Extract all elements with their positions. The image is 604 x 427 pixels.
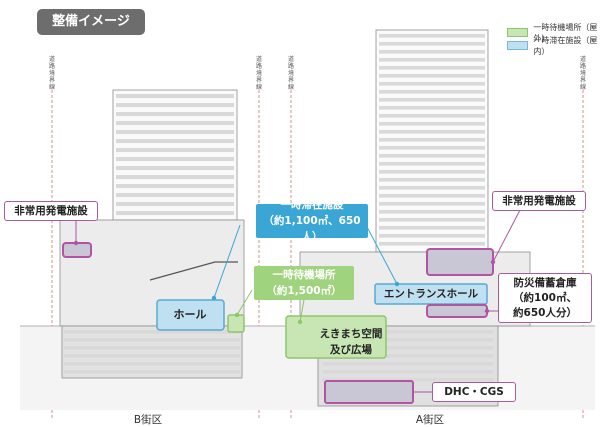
a-floor-stripe (379, 130, 485, 134)
district-b: B街区 (133, 414, 163, 426)
a-basement-stripe (322, 338, 494, 342)
a-floor-stripe (379, 242, 485, 246)
zone-storage (426, 304, 488, 318)
callout-temp-wait: 一時待機場所 （約1,500㎡） (254, 266, 354, 300)
a-floor-stripe (379, 146, 485, 150)
a-floor-stripe (379, 82, 485, 86)
leader-stay-entrance (365, 224, 398, 285)
callout-dhc: DHC・CGS (432, 382, 516, 402)
a-floor-stripe (379, 178, 485, 182)
a-floor-stripe (379, 90, 485, 94)
label-entrance-hall: エントランスホール (383, 288, 479, 300)
a-floor-stripe (379, 122, 485, 126)
a-basement-stripe (322, 378, 494, 382)
a-floor-stripe (379, 98, 485, 102)
b-floor-stripe (116, 166, 234, 171)
label-hall: ホール (173, 308, 207, 321)
leader-dot-storage (484, 308, 490, 314)
a-floor-stripe (379, 66, 485, 70)
b-floor-stripe (116, 139, 234, 144)
b-basement-stripe (64, 338, 240, 342)
leader-dot-entrance (394, 281, 400, 287)
legend-label-indoor: 一時滞在施設（屋内） (533, 35, 598, 56)
zone-hall (156, 299, 225, 331)
a-basement-stripe (322, 370, 494, 374)
district-a: A街区 (415, 414, 445, 426)
legend-swatch-outdoor (507, 28, 529, 37)
b-basement-stripe (64, 370, 240, 374)
b-floor-stripe (116, 175, 234, 180)
leader-dot-wait-a (297, 319, 303, 325)
leader-wait-b (236, 289, 253, 316)
a-basement-stripe (322, 346, 494, 350)
a-floor-stripe (379, 42, 485, 46)
b-basement-stripe (64, 330, 240, 334)
a-floor-stripe (379, 234, 485, 238)
a-basement-stripe (322, 362, 494, 366)
b-floor-stripe (116, 103, 234, 108)
b-basement-stripe (64, 362, 240, 366)
a-floor-stripe (379, 226, 485, 230)
legend-item-indoor: 一時滞在施設（屋内） (507, 36, 604, 56)
callout-power-right: 非常用発電施設 (492, 191, 586, 211)
a-floor-stripe (379, 154, 485, 158)
a-floor-stripe (379, 202, 485, 206)
callout-power-left: 非常用発電施設 (4, 201, 98, 221)
a-floor-stripe (379, 50, 485, 54)
legend-item-outdoor: 一時待機場所（屋外） (507, 23, 604, 43)
a-floor-stripe (379, 74, 485, 78)
a-floor-stripe (379, 162, 485, 166)
leader-power-right (492, 209, 521, 263)
label-ekimachi: えきまち空間 及び広場 (319, 328, 383, 356)
a-basement-stripe (322, 330, 494, 334)
leader-dot-power-right (490, 259, 496, 265)
a-floor-stripe (379, 218, 485, 222)
b-basement-stripe (64, 346, 240, 350)
b-floor-stripe (116, 193, 234, 198)
b-floor-stripe (116, 211, 234, 216)
b-floor-stripe (116, 112, 234, 117)
callout-disaster-storage: 防災備蓄倉庫 （約100㎡、 約650人分） (498, 273, 592, 323)
b-block-building (59, 89, 245, 379)
leader-wait-a (299, 299, 305, 323)
b-floor-stripe (116, 202, 234, 207)
a-floor-stripe (379, 58, 485, 62)
zone-wait-b (227, 314, 245, 333)
boundary-label-2: 道路境界線 (255, 56, 262, 91)
a-floor-stripe (379, 106, 485, 110)
b-floor-stripe (116, 121, 234, 126)
boundary-label-1: 道路境界線 (48, 56, 55, 91)
zone-power-left (62, 242, 92, 258)
zone-dhc (324, 380, 414, 404)
legend: 一時待機場所（屋外） 一時滞在施設（屋内） (507, 23, 604, 56)
a-floor-stripe (379, 34, 485, 38)
legend-label-outdoor: 一時待機場所（屋外） (533, 22, 598, 43)
b-floor-stripe (116, 94, 234, 99)
b-floor-stripe (116, 157, 234, 162)
b-floor-stripe (116, 130, 234, 135)
a-floor-stripe (379, 114, 485, 118)
a-floor-stripe (379, 170, 485, 174)
boundary-label-3: 道路境界線 (287, 56, 294, 91)
a-floor-stripe (379, 138, 485, 142)
zone-power-right (426, 248, 494, 276)
b-floor-stripe (116, 184, 234, 189)
a-floor-stripe (379, 194, 485, 198)
leader-dot-hall (211, 295, 217, 301)
a-block-building (299, 29, 531, 407)
leader-stay-hall (213, 224, 241, 299)
callout-temp-stay: 一時滞在施設 （約1,100㎡、650人） (256, 199, 368, 243)
boundary-label-4: 道路境界線 (579, 56, 586, 91)
a-floor-stripe (379, 186, 485, 190)
leader-dot-wait-b (234, 312, 240, 318)
page-title: 整備イメージ (37, 9, 145, 35)
a-floor-stripe (379, 210, 485, 214)
legend-swatch-indoor (507, 41, 529, 50)
zone-wait-a (285, 315, 387, 359)
leader-dot-power-left (73, 240, 79, 246)
b-floor-stripe (116, 148, 234, 153)
a-basement-stripe (322, 354, 494, 358)
b-basement-stripe (64, 354, 240, 358)
